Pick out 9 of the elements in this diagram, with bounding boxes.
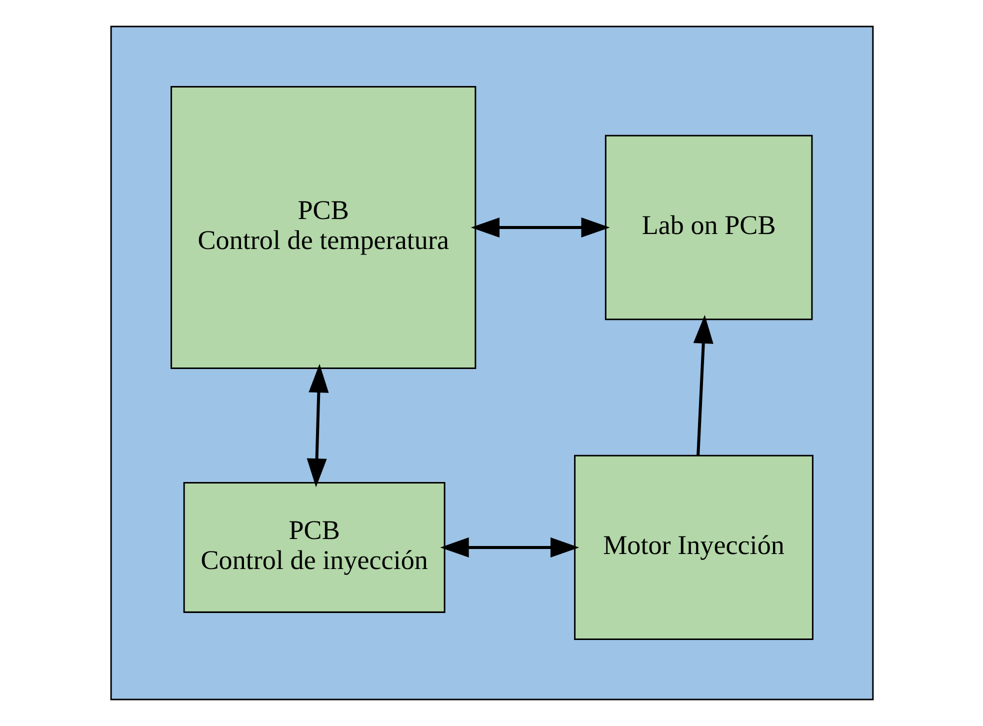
node-box: Motor Inyección [574, 454, 813, 640]
arrow [306, 364, 328, 488]
arrow [440, 537, 579, 558]
node-box: Lab on PCB [604, 134, 812, 320]
node-box: PCB Control de temperatura [170, 86, 476, 370]
arrow [470, 217, 610, 238]
node-box: PCB Control de inyección [182, 482, 445, 613]
arrow [692, 314, 713, 456]
cluster [110, 26, 874, 700]
